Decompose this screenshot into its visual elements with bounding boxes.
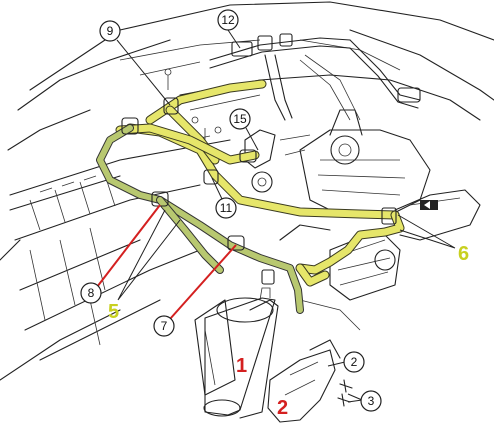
svg-text:11: 11 — [220, 201, 233, 215]
callout-12: 12 — [217, 9, 241, 49]
callout-15: 15 — [229, 108, 259, 151]
svg-text:12: 12 — [221, 13, 235, 27]
callout-7: 7 — [153, 244, 237, 337]
svg-text:2: 2 — [351, 355, 358, 369]
label-2: 2 — [277, 397, 288, 419]
callout-11: 11 — [211, 177, 237, 219]
engine-bay-outline — [0, 1, 494, 423]
callout-9: 9 — [99, 20, 171, 106]
leader-6 — [397, 214, 456, 249]
svg-text:8: 8 — [88, 286, 95, 300]
ac-hoses — [96, 79, 405, 314]
svg-text:15: 15 — [233, 112, 247, 126]
svg-text:3: 3 — [368, 394, 375, 408]
svg-text:9: 9 — [107, 24, 114, 38]
label-5: 5 — [108, 301, 119, 323]
callout-8: 8 — [80, 204, 161, 304]
label-1: 1 — [236, 355, 247, 377]
label-6: 6 — [458, 243, 469, 265]
callout-2: 2 — [327, 351, 365, 373]
svg-text:7: 7 — [161, 319, 168, 333]
callout-3: 3 — [347, 390, 382, 412]
leader-5 — [117, 209, 181, 301]
flow-arrow-icon — [420, 200, 438, 210]
